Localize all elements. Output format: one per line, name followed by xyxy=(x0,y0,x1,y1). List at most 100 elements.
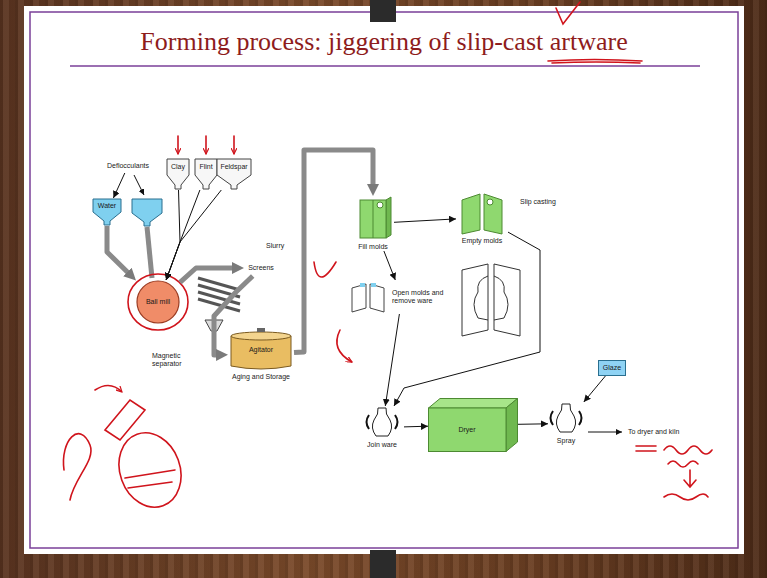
text-slot: Fill molds xyxy=(352,242,394,251)
step-label: Slip casting xyxy=(520,198,556,206)
slide-frame xyxy=(30,12,738,548)
shape-part xyxy=(551,411,582,425)
flow-arrow xyxy=(394,232,540,406)
exit-arrow xyxy=(588,432,622,433)
feed-arrow xyxy=(134,175,144,195)
node-outline xyxy=(548,402,584,434)
text-slot: Join ware xyxy=(360,440,404,449)
slide-page xyxy=(24,6,744,554)
shape-part xyxy=(487,199,493,205)
title-rule xyxy=(70,65,700,67)
slide-title: Forming process: jiggering of slip-cast … xyxy=(24,27,744,57)
node-outline xyxy=(350,280,388,314)
text-slot: Empty molds xyxy=(456,236,508,245)
node-label: Spray xyxy=(557,437,575,445)
shape-part xyxy=(137,281,179,323)
text-slot: Aging and Storage xyxy=(228,372,294,381)
node-label: Flint xyxy=(199,163,212,171)
flow-label: Slurry xyxy=(266,242,284,250)
shape-part xyxy=(352,284,366,312)
shape-part xyxy=(367,415,398,429)
shape-part xyxy=(360,283,365,287)
feldspar-hopper: Feldspar xyxy=(216,158,252,190)
shape-part xyxy=(372,408,391,436)
screens-label: Screens xyxy=(244,260,278,276)
shape-part xyxy=(167,159,189,189)
flint-hopper: Flint xyxy=(194,158,218,190)
node-outline xyxy=(360,406,404,438)
shape-part xyxy=(231,336,291,369)
node-label: Open molds and remove ware xyxy=(392,289,452,305)
clay-hopper: Clay xyxy=(166,158,190,190)
node-caption: Aging and Storage xyxy=(232,373,290,381)
text-slot: Agitator xyxy=(228,336,294,364)
shape-part xyxy=(599,361,626,376)
shape-part xyxy=(257,328,265,332)
shape-part xyxy=(217,159,251,189)
text-slot: Flint xyxy=(194,159,218,174)
fill-mold: Fill molds xyxy=(352,196,394,251)
text-slot: Glaze xyxy=(598,360,626,376)
node-label: Clay xyxy=(171,163,185,171)
open-mold-halves xyxy=(462,264,520,336)
open-mold: Open molds and remove ware xyxy=(350,280,454,314)
dryer-box: Dryer xyxy=(428,398,518,452)
shape-part xyxy=(429,408,507,452)
empty-mold: Empty molds xyxy=(456,190,508,245)
text-slot: Feldspar xyxy=(216,159,252,174)
additive-label: Deflocculants xyxy=(96,159,160,173)
handwritten-marks xyxy=(63,2,712,516)
binder-clip xyxy=(370,0,396,22)
shape-part xyxy=(386,197,391,238)
shape-part xyxy=(360,200,386,238)
flow-arrow xyxy=(404,426,428,428)
slurry-pipe xyxy=(294,150,373,353)
exit-label: To dryer and kiln xyxy=(628,428,679,436)
flow-arrow xyxy=(518,423,548,425)
text-slot: Spray xyxy=(548,436,584,445)
flow-label: Slurry xyxy=(266,242,284,250)
shape-part xyxy=(231,332,291,340)
shape-part xyxy=(462,194,480,234)
shape-part xyxy=(506,399,518,452)
equipment-label: Magnetic separator xyxy=(152,352,200,368)
water-tank: Water xyxy=(92,198,122,226)
shape-part xyxy=(370,284,384,312)
text-slot: Deflocculants xyxy=(96,159,160,173)
join-ware-vase: Join ware xyxy=(360,406,404,449)
text-slot: Screens xyxy=(244,260,278,276)
node-label: Water xyxy=(98,202,116,210)
glaze-tank: Glaze xyxy=(598,360,626,376)
text-slot: Dryer xyxy=(428,408,506,452)
text-slot: Ball mill xyxy=(136,280,180,324)
second-tank xyxy=(132,199,162,226)
node-label: Dryer xyxy=(458,426,475,434)
flow-arrow xyxy=(384,251,395,280)
shape-part xyxy=(429,399,518,409)
slurry-pipe xyxy=(180,268,238,282)
node-label: Join ware xyxy=(367,441,397,449)
shape-part xyxy=(377,202,383,208)
text-slot: Water xyxy=(92,199,122,212)
node-label: Empty molds xyxy=(462,237,502,245)
agitator-tank: AgitatorAging and Storage xyxy=(228,328,294,381)
binder-clip xyxy=(370,550,396,578)
flow-arrow xyxy=(584,376,606,402)
shape-part xyxy=(195,159,217,189)
equipment-label: Magnetic separator xyxy=(152,352,200,368)
shape-part xyxy=(373,200,374,238)
node-label: Ball mill xyxy=(146,298,170,306)
node-outline xyxy=(352,196,394,240)
shape-part xyxy=(371,283,376,287)
node-outline xyxy=(428,398,518,452)
tank-pipe xyxy=(147,227,152,278)
flow-arrow xyxy=(394,219,456,222)
spray-vase: Spray xyxy=(548,402,584,445)
flow-arrow xyxy=(385,314,399,406)
node-label: Agitator xyxy=(249,346,273,354)
step-label: Slip casting xyxy=(520,198,556,206)
flow-arrow xyxy=(166,190,180,280)
exit-label: To dryer and kiln xyxy=(628,428,679,436)
node-label: Feldspar xyxy=(220,163,247,171)
